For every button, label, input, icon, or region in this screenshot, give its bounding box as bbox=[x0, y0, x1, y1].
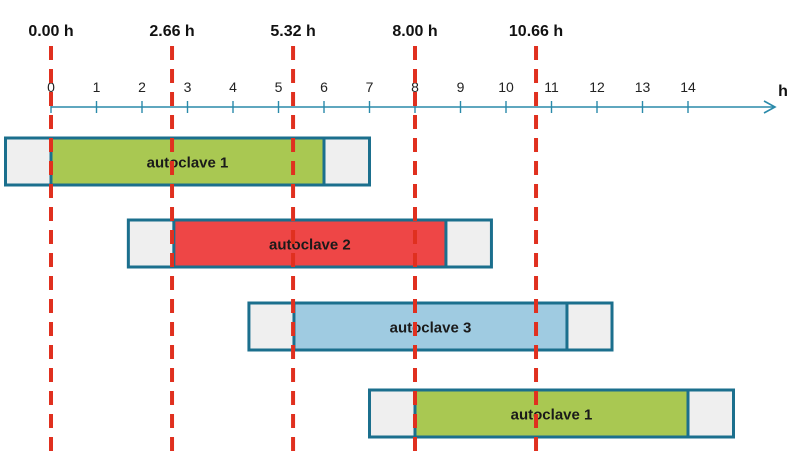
tick-label: 6 bbox=[320, 79, 328, 95]
marker-label: 5.32 h bbox=[270, 23, 315, 40]
tick-label: 1 bbox=[93, 79, 101, 95]
tick-label: 0 bbox=[47, 79, 55, 95]
tick-label: 12 bbox=[589, 79, 605, 95]
tick-label: 14 bbox=[680, 79, 696, 95]
marker-label: 0.00 h bbox=[28, 23, 73, 40]
tick-label: 5 bbox=[275, 79, 283, 95]
bar-label: autoclave 1 bbox=[147, 155, 229, 172]
autoclave-bar: autoclave 3 bbox=[247, 301, 614, 352]
bar-label: autoclave 2 bbox=[269, 237, 351, 254]
tick-label: 2 bbox=[138, 79, 146, 95]
bar-label: autoclave 3 bbox=[390, 320, 472, 337]
axis-unit-label: h bbox=[778, 83, 788, 100]
axis-arrow-icon bbox=[763, 100, 777, 114]
bars-layer: autoclave 1 autoclave 2 autoclave 3 autocla… bbox=[4, 136, 735, 439]
bar-process bbox=[413, 388, 690, 439]
marker-label: 8.00 h bbox=[392, 23, 437, 40]
marker-label: 10.66 h bbox=[509, 23, 563, 40]
bar-process bbox=[49, 136, 326, 187]
tick-label: 7 bbox=[366, 79, 374, 95]
tick-label: 8 bbox=[411, 79, 419, 95]
autoclave-bar: autoclave 2 bbox=[126, 218, 493, 269]
marker-label: 2.66 h bbox=[149, 23, 194, 40]
autoclave-bar: autoclave 1 bbox=[368, 388, 735, 439]
tick-label: 11 bbox=[544, 79, 559, 95]
tick-label: 9 bbox=[457, 79, 465, 95]
autoclave-bar: autoclave 1 bbox=[4, 136, 371, 187]
tick-label: 3 bbox=[184, 79, 192, 95]
marker-lines: 0.00 h 2.66 h 5.32 h 8.00 h 10.66 h bbox=[28, 23, 563, 460]
bar-process bbox=[172, 218, 448, 269]
tick-label: 4 bbox=[229, 79, 237, 95]
tick-label: 13 bbox=[635, 79, 651, 95]
tick-label: 10 bbox=[498, 79, 514, 95]
bar-label: autoclave 1 bbox=[511, 407, 593, 424]
